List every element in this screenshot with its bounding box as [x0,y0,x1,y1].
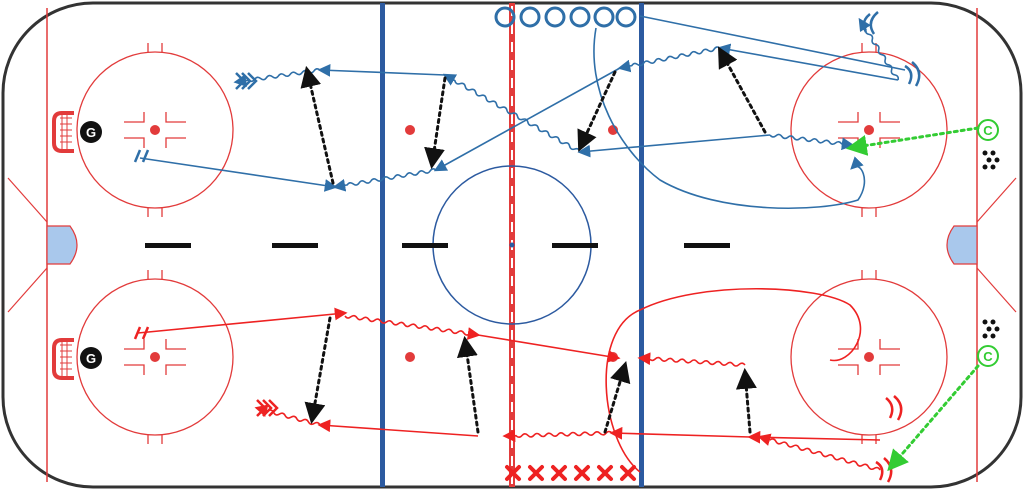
goalie-bottom-label: G [86,351,96,366]
blue-player-line [494,6,637,28]
pass-path [424,76,447,170]
skate-with-puck-path [637,352,746,367]
skate-path [747,430,881,444]
skate-path [609,426,751,440]
goalie-icon: G [80,347,102,369]
x-player-icon [597,465,613,481]
crease-left [46,225,78,265]
x-player-icon [551,465,567,481]
skate-with-puck-path [769,133,855,151]
x-player-icon [620,465,636,481]
skate-with-puck-path [344,314,481,340]
pass-path [577,70,617,152]
circle-player-icon [544,6,566,28]
center-dashes [145,243,730,248]
faceoff-dot-bottom-left [150,352,160,362]
trapezoid-lines [7,177,1017,313]
net-icon [52,338,74,380]
pass-path [456,335,480,434]
coach-pass-path [845,126,980,156]
skate-with-puck-path [332,168,437,192]
x-player-icon [875,395,903,483]
coach-top-label: C [983,123,993,138]
skate-path [605,288,862,473]
red-player-line [505,465,636,481]
skate-path [433,67,621,172]
skate-with-puck-path [757,433,881,471]
skate-with-puck-path [858,17,900,81]
skate-path [717,43,899,81]
neutral-dot-bottom-left [405,352,415,362]
faceoff-dot-top-left [150,125,160,135]
pass-path [300,65,335,185]
faceoff-dot-top-right [864,125,874,135]
x-player-icon [505,465,521,481]
skate-path [593,27,866,210]
skate-path [639,15,906,71]
blue-line-left [380,3,385,487]
drill-paths [133,11,980,483]
circle-player-icon [593,6,615,28]
circle-player-icon [862,11,921,87]
center-faceoff-dot [509,242,515,248]
pass-path [735,367,757,434]
skate-path [317,64,446,77]
puck-pile-icon [982,150,1000,170]
circle-player-icon [615,6,637,28]
circle-player-icon [519,6,541,28]
skate-path [137,307,348,334]
skate-path [139,157,338,192]
blue-line-right [639,3,644,487]
x-player-icon [528,465,544,481]
circle-player-icon [235,72,258,90]
goalie-icon: G [80,121,102,143]
pass-path [304,316,332,425]
x-player-icon [256,399,279,417]
coach-pass-path [887,364,980,472]
skate-with-puck-path [442,73,581,153]
skate-path [317,419,479,437]
net-icon [52,111,74,153]
goalie-top-label: G [86,125,96,140]
crease-right [946,225,978,265]
pass-path [717,46,767,134]
puck-pile-icon [982,319,1000,339]
faceoff-dot-bottom-right [864,352,874,362]
skate-with-puck-path [617,46,721,73]
circle-player-icon [569,6,591,28]
coach-icon: C [977,345,999,367]
neutral-dot-top-left [405,125,415,135]
coach-icon: C [977,119,999,141]
x-player-icon [574,465,590,481]
x-player-icon [133,326,150,340]
faceoff-circle-top-right [790,43,948,217]
faceoff-circle-top-left [76,43,234,217]
faceoff-circle-bottom-left [76,270,234,444]
skate-path [577,134,771,158]
circle-player-icon [494,6,516,28]
skate-with-puck-path [502,429,613,443]
circle-player-icon [133,149,150,163]
skate-path [477,334,621,363]
coach-bottom-label: C [983,349,993,364]
pass-path [603,360,631,434]
